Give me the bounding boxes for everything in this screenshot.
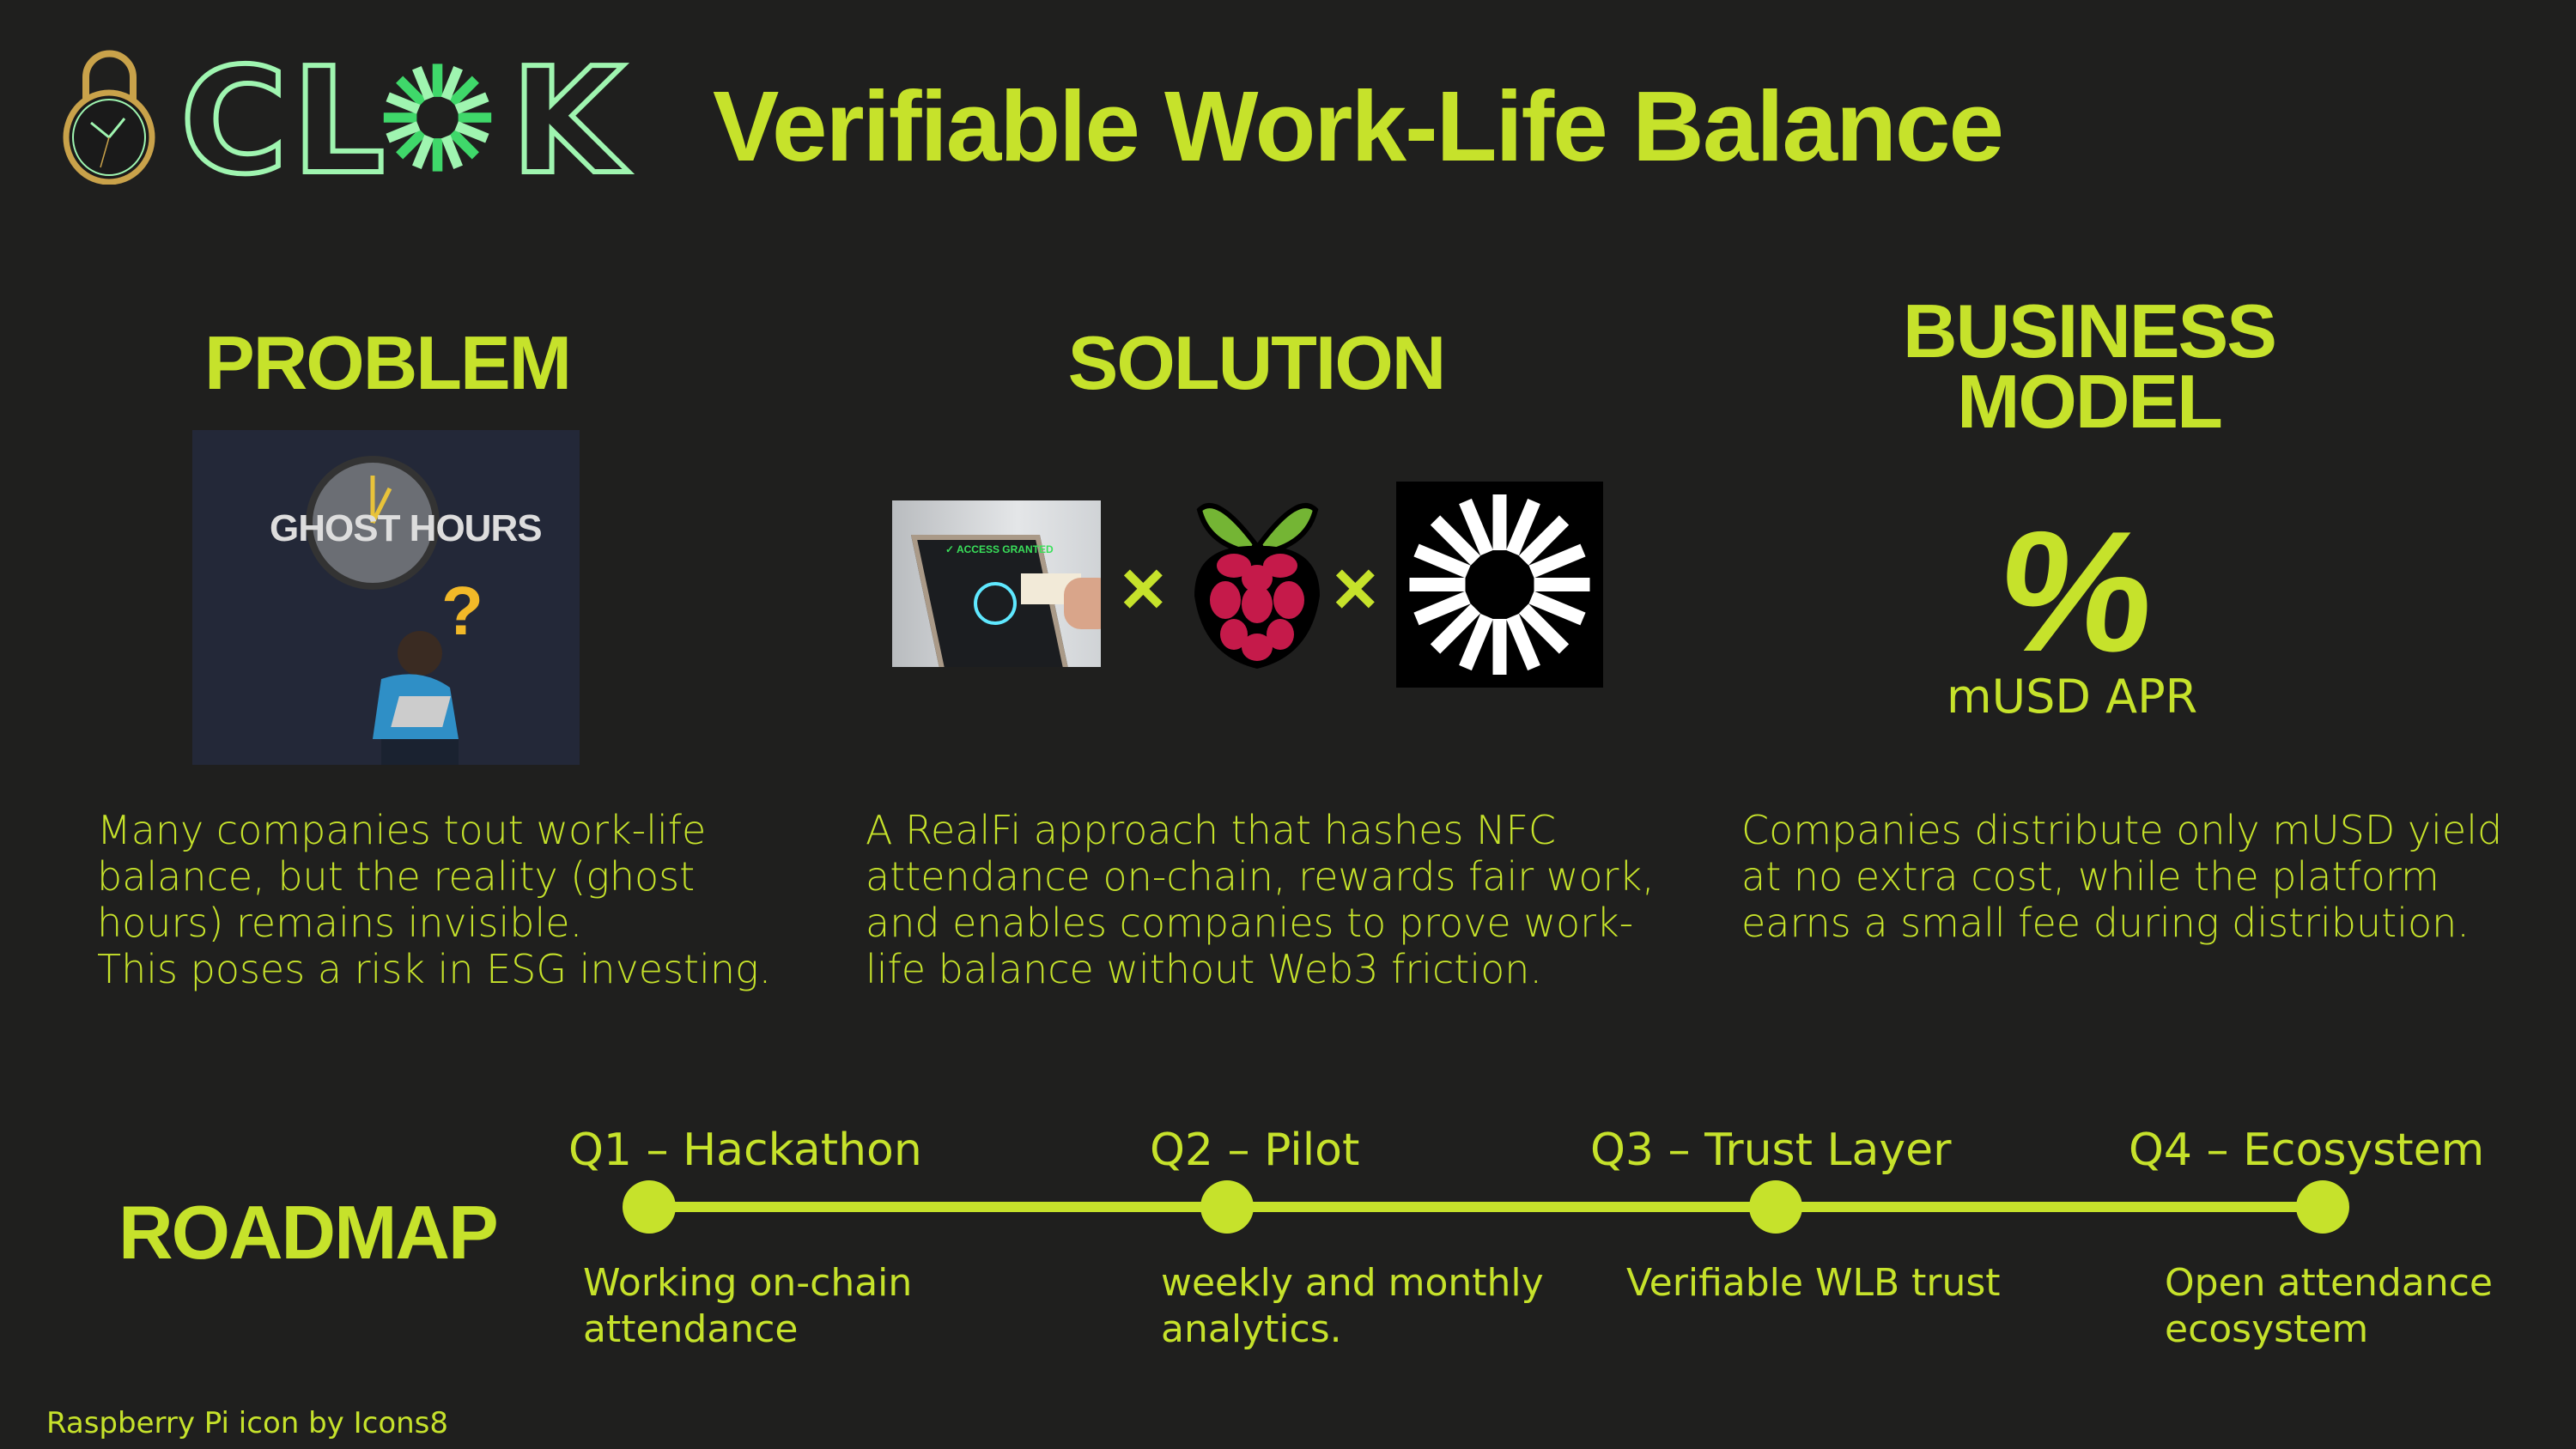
problem-line: hours) remains invisible.: [97, 900, 583, 946]
business-heading-line: MODEL: [1957, 359, 2223, 444]
raspberry-pi-icon: [1194, 503, 1320, 669]
problem-heading: PROBLEM: [204, 320, 572, 405]
solution-line: and enables companies to prove work-: [866, 900, 1634, 946]
milestone-label: Q3 – Trust Layer: [1590, 1125, 1952, 1176]
question-mark-icon: ?: [441, 573, 483, 649]
solution-line: attendance on-chain, rewards fair work,: [866, 853, 1655, 900]
business-line: Companies distribute only mUSD yield: [1741, 807, 2503, 853]
solution-line: life balance without Web3 friction.: [866, 946, 1543, 992]
sunburst-logo-image: [1396, 482, 1603, 688]
milestone-dot-q4: [2296, 1180, 2349, 1234]
milestone-dot-q3: [1749, 1180, 1802, 1234]
problem-line: balance, but the reality (ghost: [97, 853, 696, 900]
nfc-reader-image: ✓ ACCESS GRANTED: [892, 500, 1101, 667]
milestone-description: Verifiable WLB trust: [1626, 1260, 2001, 1307]
business-line: at no extra cost, while the platform: [1741, 853, 2439, 900]
times-separator: ×: [1333, 546, 1378, 632]
person-laptop-icon: [373, 631, 459, 765]
milestone-dot-q2: [1200, 1180, 1254, 1234]
solution-heading: SOLUTION: [1067, 320, 1447, 405]
business-model-heading: BUSINESS MODEL: [1832, 288, 2347, 444]
page-title: Verifiable Work-Life Balance: [713, 70, 2004, 182]
solution-description: A RealFi approach that hashes NFC attend…: [866, 807, 1655, 992]
milestone-label: Q1 – Hackathon: [568, 1125, 922, 1176]
roadmap-heading: ROADMAP: [118, 1190, 499, 1275]
ghost-hours-label: GHOST HOURS: [270, 507, 543, 549]
logo-letter-l: L: [289, 34, 387, 209]
milestone-dot-q1: [623, 1180, 676, 1234]
logo-letter-k: K: [508, 34, 627, 209]
milestone-label: Q4 – Ecosystem: [2129, 1125, 2485, 1176]
problem-line: This poses a risk in ESG investing.: [97, 946, 772, 992]
milestone-desc-line: Open attendance: [2165, 1261, 2493, 1305]
milestone-label: Q2 – Pilot: [1150, 1125, 1360, 1176]
business-line: earns a small fee during distribution.: [1741, 900, 2470, 946]
roadmap-timeline: [649, 1202, 2324, 1212]
sunburst-icon: [1409, 494, 1590, 675]
icon-attribution: Raspberry Pi icon by Icons8: [46, 1406, 449, 1440]
milestone-desc-line: Working on-chain: [583, 1261, 913, 1305]
milestone-desc-line: ecosystem: [2165, 1307, 2369, 1351]
apr-label: mUSD APR: [1947, 670, 2198, 724]
wall-clock-icon: [306, 456, 440, 590]
milestone-description: Working on-chain attendance: [583, 1260, 912, 1353]
milestone-desc-line: weekly and monthly: [1161, 1261, 1544, 1305]
padlock-clock-icon: [63, 50, 155, 185]
access-granted-screen: ✓ ACCESS GRANTED: [945, 543, 1054, 555]
ghost-hours-image: GHOST HOURS ?: [192, 430, 580, 765]
milestone-desc-line: analytics.: [1161, 1307, 1342, 1351]
logo-letter-c: C: [178, 34, 290, 209]
business-heading-line: BUSINESS: [1903, 288, 2277, 373]
milestone-description: Open attendance ecosystem: [2165, 1260, 2493, 1353]
business-description: Companies distribute only mUSD yield at …: [1741, 807, 2502, 946]
problem-line: Many companies tout work-life: [97, 807, 707, 853]
times-separator: ×: [1121, 546, 1166, 632]
milestone-desc-line: attendance: [583, 1307, 799, 1351]
milestone-description: weekly and monthly analytics.: [1161, 1260, 1544, 1353]
clok-logo: C L K: [60, 34, 627, 209]
percent-icon: %: [1990, 496, 2164, 688]
logo-sunburst-o-icon: [383, 64, 492, 172]
problem-description: Many companies tout work-life balance, b…: [97, 807, 771, 992]
solution-line: A RealFi approach that hashes NFC: [866, 807, 1557, 853]
milestone-desc-line: Verifiable WLB trust: [1626, 1261, 2001, 1305]
